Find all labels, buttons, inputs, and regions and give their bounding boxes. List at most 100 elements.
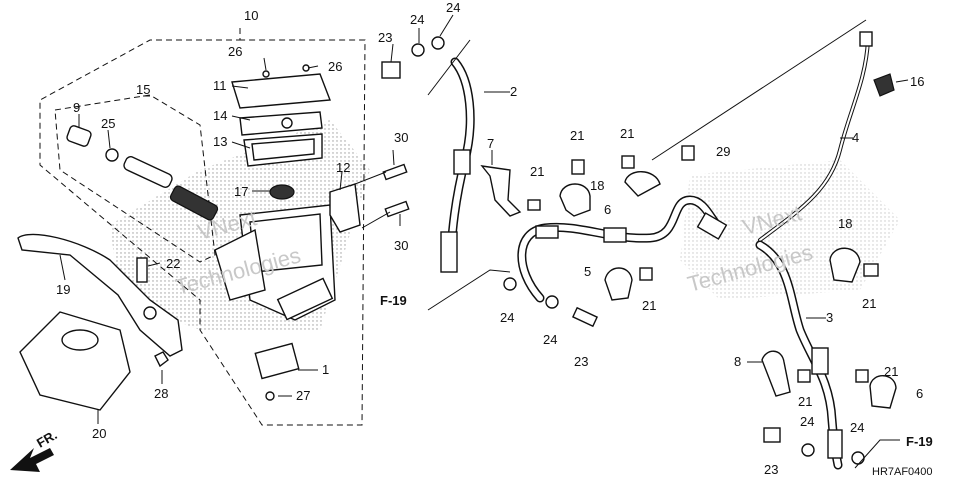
clamp-18-right <box>829 247 861 283</box>
ref-f19-left: F-19 <box>380 293 407 308</box>
holder-bolt-lower <box>384 200 410 218</box>
cover-hole <box>61 329 99 351</box>
lever-pivot <box>143 306 157 320</box>
leader-lines-left <box>59 57 401 424</box>
callout-21b: 21 <box>620 126 634 141</box>
callout-16: 16 <box>910 74 924 89</box>
bolt-21b <box>621 155 635 169</box>
master-cylinder-body <box>214 204 336 321</box>
ref-line-right <box>854 439 900 469</box>
ref-line-left <box>427 269 511 311</box>
brake-lever <box>17 233 183 357</box>
callout-30b: 30 <box>394 238 408 253</box>
sealing-washer-d <box>851 451 865 465</box>
brake-hose-lower <box>755 240 843 470</box>
plate-hole <box>281 117 293 129</box>
brake-pipe <box>758 31 873 242</box>
callout-23a: 23 <box>378 30 392 45</box>
sealing-washer-a <box>411 43 425 57</box>
callout-1: 1 <box>322 362 329 377</box>
callout-10: 10 <box>244 8 258 23</box>
callout-labels: 10 26 26 11 14 13 15 9 25 17 12 30 30 22… <box>56 0 924 477</box>
callout-8: 8 <box>734 354 741 369</box>
snap-ring <box>105 148 119 162</box>
callout-19: 19 <box>56 282 70 297</box>
bolt-21d <box>639 267 653 281</box>
callout-12: 12 <box>336 160 350 175</box>
callout-25: 25 <box>101 116 115 131</box>
callout-24b: 24 <box>446 0 460 15</box>
pivot-nut <box>154 351 169 368</box>
callout-29: 29 <box>716 144 730 159</box>
clamp-lower <box>604 267 633 301</box>
front-arrow-icon <box>10 448 54 472</box>
holder-bolt-upper <box>382 163 408 181</box>
callout-21a: 21 <box>570 128 584 143</box>
callout-9: 9 <box>73 100 80 115</box>
bolt-21a <box>571 159 585 175</box>
ref-line-upper-right <box>651 19 867 161</box>
callout-14: 14 <box>213 108 227 123</box>
callout-21g: 21 <box>798 394 812 409</box>
clamp-18-upper <box>624 171 661 197</box>
callout-24c: 24 <box>500 310 514 325</box>
callout-21e: 21 <box>862 296 876 311</box>
callout-23b: 23 <box>574 354 588 369</box>
sealing-washer-f <box>545 295 559 309</box>
callout-23c: 23 <box>764 462 778 477</box>
joint-bolt-center <box>571 306 599 328</box>
callout-24f: 24 <box>850 420 864 435</box>
callout-6b: 6 <box>916 386 923 401</box>
group-10-outline <box>39 28 366 426</box>
piston-set <box>66 125 219 221</box>
lever-cover <box>19 311 131 411</box>
hose-bracket <box>480 165 522 217</box>
callout-22: 22 <box>166 256 180 271</box>
callout-2: 2 <box>510 84 517 99</box>
sealing-washer-c <box>801 443 815 457</box>
brake-switch <box>254 342 300 380</box>
callout-26a: 26 <box>228 44 242 59</box>
group-15-outline <box>54 94 216 263</box>
clamp-upper <box>559 183 591 217</box>
callout-3: 3 <box>826 310 833 325</box>
callout-28: 28 <box>154 386 168 401</box>
callout-21f: 21 <box>884 364 898 379</box>
callout-21c: 21 <box>530 164 544 179</box>
joint-bolt-lower <box>763 427 781 443</box>
callout-24e: 24 <box>800 414 814 429</box>
brake-hose-center <box>517 195 728 303</box>
boot <box>269 184 295 200</box>
sealing-washer-b <box>431 36 445 50</box>
pivot-bolt <box>136 257 148 283</box>
diaphragm-plate <box>239 111 323 136</box>
callout-17: 17 <box>234 184 248 199</box>
joint-bolt-upper <box>381 61 401 79</box>
callout-20: 20 <box>92 426 106 441</box>
callout-27: 27 <box>296 388 310 403</box>
sealing-washer-e <box>503 277 517 291</box>
bolt-21c <box>527 199 541 211</box>
bolt-21e <box>863 263 879 277</box>
pipe-clip <box>873 73 895 97</box>
callout-11: 11 <box>213 78 227 93</box>
callout-18b: 18 <box>838 216 852 231</box>
ref-f19-right: F-19 <box>906 434 933 449</box>
diaphragm-inner <box>251 138 315 161</box>
callout-13: 13 <box>213 134 227 149</box>
switch-screw <box>265 391 275 401</box>
clamp-6-right <box>869 375 897 409</box>
diagram-code: HR7AF0400 <box>872 466 933 478</box>
callout-24d: 24 <box>543 332 557 347</box>
callout-6a: 6 <box>604 202 611 217</box>
callout-21d: 21 <box>642 298 656 313</box>
callout-24a: 24 <box>410 12 424 27</box>
bolt-21g <box>855 369 869 383</box>
front-label: FR. <box>34 427 60 450</box>
callout-4: 4 <box>852 130 859 145</box>
ref-line-upper <box>427 39 471 96</box>
callout-26b: 26 <box>328 59 342 74</box>
callout-5: 5 <box>584 264 591 279</box>
brake-hose-upper <box>440 57 475 273</box>
